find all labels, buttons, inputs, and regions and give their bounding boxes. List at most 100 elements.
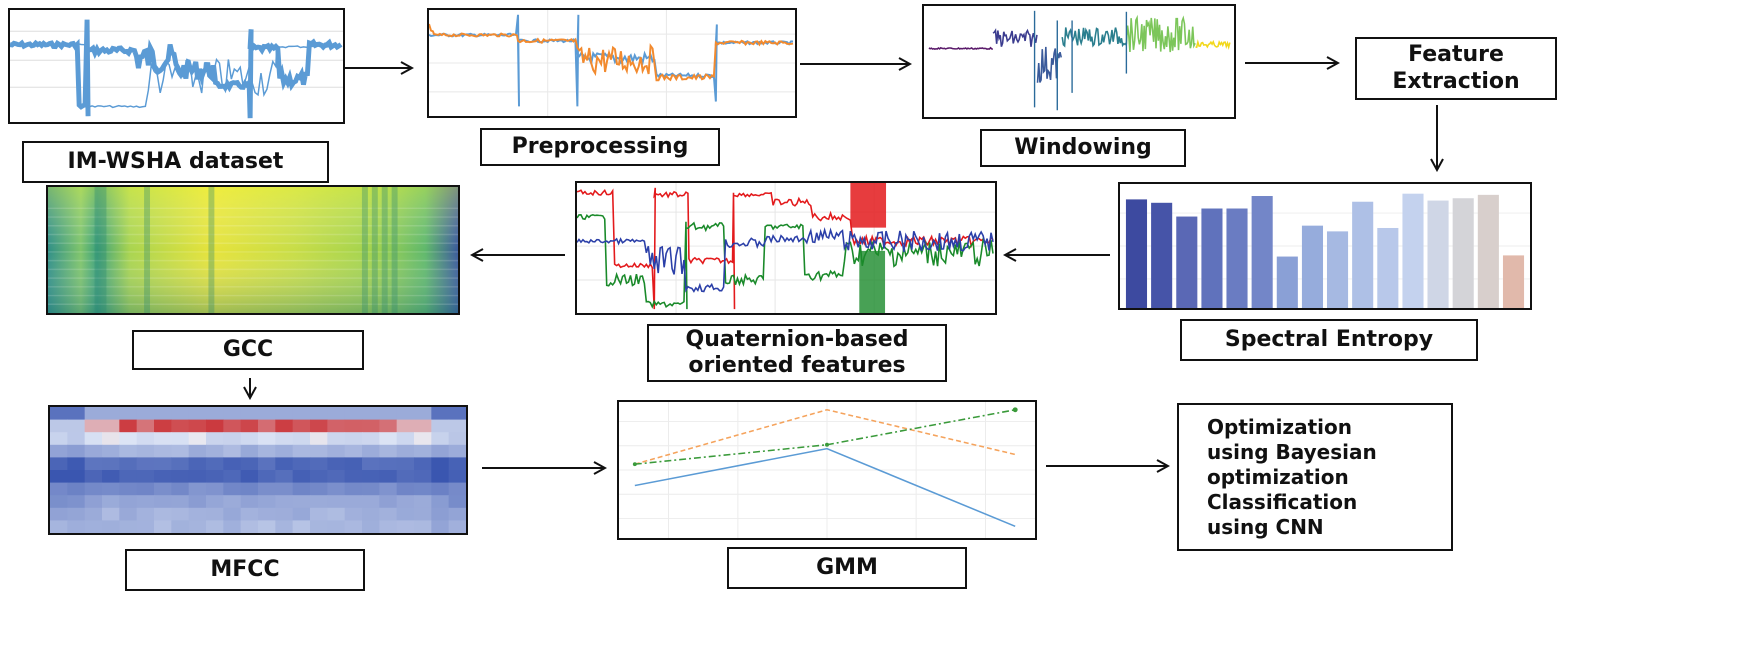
mfcc-cell	[414, 482, 432, 496]
mfcc-cell	[362, 444, 380, 458]
mfcc-cell	[275, 444, 294, 458]
window-segment	[1061, 27, 1127, 48]
mfcc-cell	[206, 520, 224, 533]
mfcc-cell	[171, 444, 190, 458]
window-segment	[928, 46, 994, 50]
gmm-label-text: GMM	[816, 554, 878, 580]
mfcc-cell	[275, 482, 294, 496]
mfcc-cell	[119, 470, 138, 484]
mfcc-cell	[84, 407, 103, 421]
mfcc-cell	[292, 444, 311, 458]
mfcc-cell	[275, 495, 294, 509]
window-segment	[1125, 14, 1196, 53]
mfcc-cell	[344, 444, 363, 458]
mfcc-cell	[379, 457, 398, 471]
mfcc-cell	[292, 407, 311, 421]
mfcc-cell	[50, 432, 68, 446]
mfcc-cell	[396, 482, 415, 496]
mfcc-cell	[310, 419, 328, 433]
gmm-line-svg	[619, 402, 1035, 538]
mfcc-cell	[240, 495, 259, 509]
mfcc-cell	[310, 495, 328, 509]
mfcc-cell	[119, 419, 138, 433]
mfcc-cell	[448, 470, 466, 484]
mfcc-cell	[84, 419, 103, 433]
dataset-label: IM-WSHA dataset	[22, 141, 329, 183]
gmm-green-line	[634, 409, 1016, 465]
mfcc-cell	[379, 444, 398, 458]
mfcc-cell	[188, 520, 207, 533]
mfcc-cell	[136, 457, 155, 471]
mfcc-cell	[240, 419, 259, 433]
mfcc-cell	[396, 507, 415, 521]
mfcc-cell	[171, 470, 190, 484]
mfcc-cell	[171, 482, 190, 496]
gmm-line-plot	[617, 400, 1037, 540]
mfcc-cell	[414, 507, 432, 521]
mfcc-heatmap	[48, 405, 468, 535]
mfcc-cell	[240, 407, 259, 421]
spectral-entropy-svg	[1120, 193, 1530, 308]
mfcc-cell	[292, 457, 311, 471]
mfcc-cell	[414, 444, 432, 458]
spectral-entropy-bar	[1326, 231, 1349, 308]
mfcc-cell	[292, 432, 311, 446]
mfcc-cell	[362, 507, 380, 521]
mfcc-cell	[396, 520, 415, 533]
mfcc-cell	[396, 457, 415, 471]
mfcc-cell	[362, 457, 380, 471]
preprocessing-label-text: Preprocessing	[511, 133, 689, 159]
optimization-label-text: Optimization using Bayesian optimization…	[1207, 414, 1377, 539]
mfcc-cell	[258, 507, 276, 521]
mfcc-cell	[206, 482, 224, 496]
mfcc-cell	[188, 432, 207, 446]
mfcc-cell	[154, 507, 172, 521]
mfcc-cell	[188, 482, 207, 496]
window-segment	[1195, 39, 1231, 51]
mfcc-cell	[206, 444, 224, 458]
mfcc-cell	[84, 470, 103, 484]
mfcc-cell	[344, 482, 363, 496]
mfcc-cell	[396, 444, 415, 458]
mfcc-cell	[292, 520, 311, 533]
mfcc-cell	[448, 407, 466, 421]
mfcc-cell	[50, 444, 68, 458]
spectral-entropy-bar	[1502, 255, 1525, 308]
mfcc-cell	[102, 482, 120, 496]
mfcc-cell	[362, 470, 380, 484]
mfcc-cell	[292, 419, 311, 433]
mfcc-cell	[50, 482, 68, 496]
mfcc-cell	[448, 444, 466, 458]
mfcc-cell	[327, 520, 346, 533]
mfcc-cell	[206, 470, 224, 484]
mfcc-cell	[102, 407, 120, 421]
mfcc-cell	[327, 457, 346, 471]
mfcc-cell	[258, 444, 276, 458]
mfcc-cell	[206, 432, 224, 446]
mfcc-cell	[327, 507, 346, 521]
mfcc-cell	[84, 495, 103, 509]
mfcc-cell	[171, 520, 190, 533]
mfcc-cell	[102, 520, 120, 533]
feature-extraction-label: Feature Extraction	[1355, 37, 1557, 100]
spectral-entropy-bar-chart	[1118, 182, 1532, 310]
spectral-entropy-bar	[1151, 202, 1173, 308]
mfcc-cell	[379, 432, 398, 446]
mfcc-cell	[344, 432, 363, 446]
spectral-entropy-bar	[1201, 208, 1223, 308]
optimization-classification-label: Optimization using Bayesian optimization…	[1177, 403, 1453, 551]
mfcc-cell	[240, 432, 259, 446]
mfcc-cell	[258, 419, 276, 433]
mfcc-cell	[448, 520, 466, 533]
mfcc-cell	[327, 482, 346, 496]
spectral-entropy-bar	[1427, 200, 1449, 308]
mfcc-cell	[188, 407, 207, 421]
mfcc-cell	[362, 520, 380, 533]
mfcc-cell	[310, 507, 328, 521]
preprocessing-label: Preprocessing	[480, 128, 720, 166]
quaternion-label-text: Quaternion-based oriented features	[685, 326, 909, 378]
mfcc-cell	[327, 470, 346, 484]
mfcc-cell	[258, 495, 276, 509]
mfcc-cell	[414, 520, 432, 533]
mfcc-cell	[84, 457, 103, 471]
